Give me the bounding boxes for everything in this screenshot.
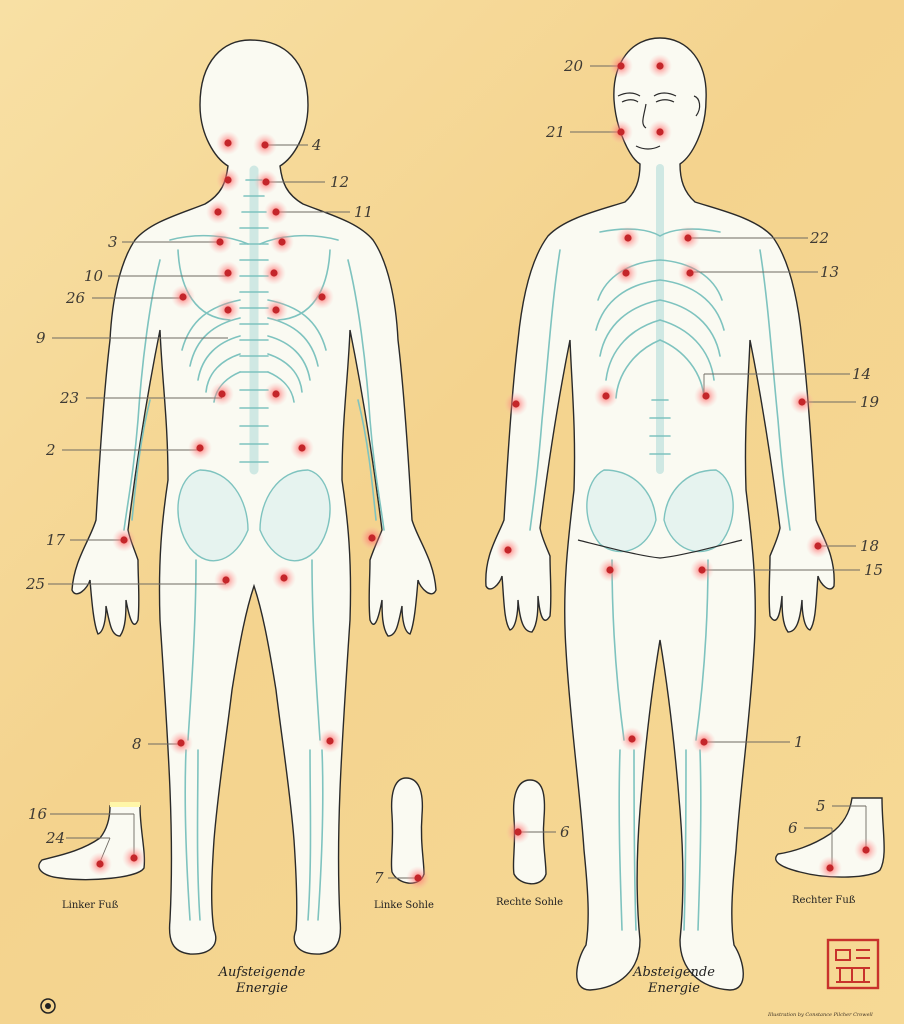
right-title-line1: Absteigende bbox=[632, 965, 715, 980]
acupressure-point bbox=[318, 293, 325, 300]
acupressure-point bbox=[224, 139, 231, 146]
label-6-foot: 6 bbox=[788, 819, 798, 837]
label-24: 24 bbox=[45, 829, 65, 847]
caption-left-foot: Linker Fuß bbox=[62, 900, 119, 911]
label-3: 3 bbox=[108, 233, 118, 251]
acupressure-point bbox=[224, 176, 231, 183]
acupressure-point bbox=[656, 128, 663, 135]
label-14: 14 bbox=[852, 365, 871, 383]
acupressure-point bbox=[261, 141, 268, 148]
right-title-line2: Energie bbox=[647, 981, 700, 996]
acupressure-point bbox=[280, 574, 287, 581]
caption-right-foot: Rechter Fuß bbox=[792, 895, 856, 906]
label-21: 21 bbox=[545, 123, 565, 141]
acupressure-point bbox=[224, 269, 231, 276]
acupressure-point bbox=[602, 392, 609, 399]
acupressure-point bbox=[196, 444, 203, 451]
label-26: 26 bbox=[65, 289, 86, 307]
label-5: 5 bbox=[816, 797, 826, 815]
label-1: 1 bbox=[794, 733, 804, 751]
label-8: 8 bbox=[132, 735, 142, 753]
acupressure-point bbox=[278, 238, 285, 245]
acupressure-point bbox=[270, 269, 277, 276]
acupressure-point bbox=[656, 62, 663, 69]
acupressure-point bbox=[686, 269, 693, 276]
label-15: 15 bbox=[864, 561, 883, 579]
label-20: 20 bbox=[563, 57, 584, 75]
acupressure-point bbox=[214, 208, 221, 215]
acupressure-point bbox=[628, 735, 635, 742]
acupressure-point bbox=[262, 178, 269, 185]
acupressure-point bbox=[272, 306, 279, 313]
acupressure-point bbox=[504, 546, 511, 553]
label-6-sole: 6 bbox=[560, 823, 570, 841]
acupressure-point bbox=[222, 576, 229, 583]
acupressure-point bbox=[216, 238, 223, 245]
label-12: 12 bbox=[330, 173, 349, 191]
acupressure-point bbox=[218, 390, 225, 397]
acupressure-point bbox=[177, 739, 184, 746]
label-10: 10 bbox=[84, 267, 104, 285]
acupressure-point bbox=[826, 864, 833, 871]
acupressure-point bbox=[624, 234, 631, 241]
acupressure-point bbox=[512, 400, 519, 407]
acupressure-point bbox=[617, 128, 624, 135]
acupressure-point bbox=[798, 398, 805, 405]
acupressure-point bbox=[862, 846, 869, 853]
label-11: 11 bbox=[354, 203, 373, 221]
left-title-line2: Energie bbox=[235, 981, 288, 996]
label-9: 9 bbox=[36, 329, 46, 347]
label-13: 13 bbox=[820, 263, 839, 281]
point-numbers: 4 12 11 3 10 26 9 23 2 17 25 8 16 24 7 2… bbox=[25, 57, 883, 887]
acupressure-point bbox=[272, 208, 279, 215]
illustration-credit: Illustration by Constance Pilcher Crowel… bbox=[767, 1012, 873, 1018]
acupressure-point bbox=[96, 860, 103, 867]
label-19: 19 bbox=[860, 393, 880, 411]
caption-right-sole: Rechte Sohle bbox=[496, 897, 563, 908]
label-25: 25 bbox=[25, 575, 45, 593]
acupressure-point bbox=[179, 293, 186, 300]
acupressure-point bbox=[700, 738, 707, 745]
acupressure-point bbox=[414, 874, 421, 881]
label-16: 16 bbox=[28, 805, 48, 823]
caption-left-sole: Linke Sohle bbox=[374, 900, 434, 911]
acupressure-point bbox=[622, 269, 629, 276]
acupressure-point bbox=[298, 444, 305, 451]
label-17: 17 bbox=[46, 531, 66, 549]
acupressure-point bbox=[120, 536, 127, 543]
label-22: 22 bbox=[809, 229, 829, 247]
acupressure-point bbox=[698, 566, 705, 573]
artist-seal-icon bbox=[828, 940, 878, 988]
acupressure-point bbox=[368, 534, 375, 541]
label-7: 7 bbox=[374, 869, 384, 887]
acupressure-point bbox=[606, 566, 613, 573]
acupressure-point bbox=[684, 234, 691, 241]
label-18: 18 bbox=[860, 537, 879, 555]
acupressure-point bbox=[272, 390, 279, 397]
acupressure-point bbox=[224, 306, 231, 313]
publisher-mark-icon bbox=[41, 999, 55, 1013]
acupressure-point bbox=[617, 62, 624, 69]
label-23: 23 bbox=[59, 389, 79, 407]
acupressure-point bbox=[130, 854, 137, 861]
acupressure-point bbox=[326, 737, 333, 744]
acupressure-point bbox=[814, 542, 821, 549]
acupressure-point bbox=[702, 392, 709, 399]
label-2: 2 bbox=[45, 441, 56, 459]
acupressure-point bbox=[514, 828, 521, 835]
left-title-line1: Aufsteigende bbox=[218, 965, 306, 980]
label-4: 4 bbox=[311, 136, 322, 154]
